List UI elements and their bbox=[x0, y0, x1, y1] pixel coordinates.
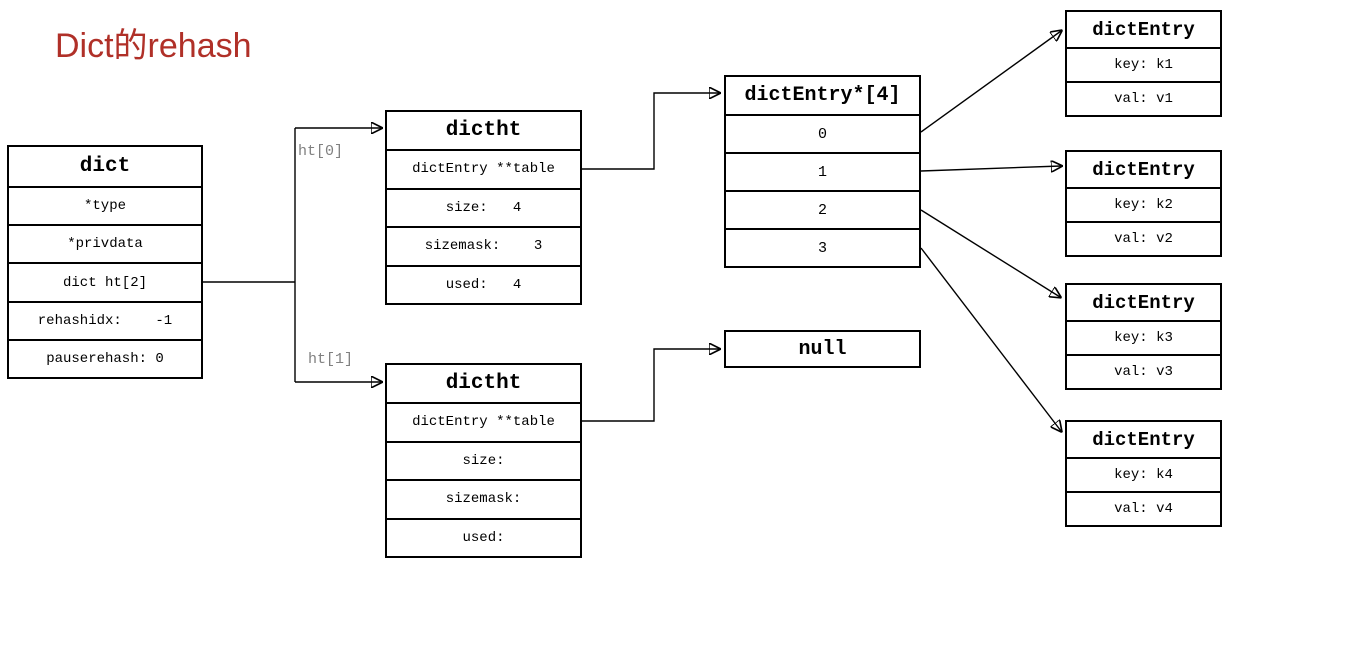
dictentry-k3-title: dictEntry bbox=[1067, 285, 1220, 322]
dictentry-k1-key: key: k1 bbox=[1067, 49, 1220, 83]
ht1-edge-label: ht[1] bbox=[308, 351, 354, 368]
dict-struct-box: dict *type *privdata dict ht[2] rehashid… bbox=[7, 145, 203, 379]
bucket-slot-1: 1 bbox=[726, 154, 919, 192]
dictht1-struct-box: dictht dictEntry **table size: sizemask:… bbox=[385, 363, 582, 558]
ht0-edge-label: ht[0] bbox=[298, 143, 344, 160]
bucket-array-title: dictEntry*[4] bbox=[726, 77, 919, 116]
edge-bucket2-to-entry3-arrow bbox=[920, 209, 1060, 297]
dictentry-k3-box: dictEntry key: k3 val: v3 bbox=[1065, 283, 1222, 390]
dict-struct-title: dict bbox=[9, 147, 201, 188]
dictentry-k3-key: key: k3 bbox=[1067, 322, 1220, 356]
null-box-label: null bbox=[798, 337, 847, 361]
dict-field-ht-array: dict ht[2] bbox=[9, 264, 201, 303]
edge-bucket1-to-entry2-arrow bbox=[920, 166, 1061, 171]
edge-dictht0-table-to-bucket-arrow bbox=[582, 93, 719, 170]
dictht0-field-used: used: 4 bbox=[445, 276, 522, 293]
dict-field-pauserehash: pauserehash: 0 bbox=[46, 350, 164, 367]
dictht0-struct-box: dictht dictEntry **table size: 4 sizemas… bbox=[385, 110, 582, 305]
dictht0-field-table: dictEntry **table bbox=[387, 151, 580, 190]
dictentry-k2-title: dictEntry bbox=[1067, 152, 1220, 189]
bucket-slot-2: 2 bbox=[726, 192, 919, 230]
edge-dictht1-table-to-null-arrow bbox=[582, 349, 719, 422]
edge-dict-to-branch bbox=[203, 128, 296, 382]
dictentry-k4-box: dictEntry key: k4 val: v4 bbox=[1065, 420, 1222, 527]
dictht1-field-used: used: bbox=[462, 529, 505, 546]
null-box: null bbox=[724, 330, 921, 368]
dictht0-field-size: size: 4 bbox=[387, 190, 580, 228]
dictht0-field-sizemask: sizemask: 3 bbox=[387, 228, 580, 267]
dictentry-k4-val: val: v4 bbox=[1114, 501, 1173, 517]
dictht1-field-sizemask: sizemask: bbox=[387, 481, 580, 520]
dict-field-privdata: *privdata bbox=[9, 226, 201, 265]
dictentry-k1-box: dictEntry key: k1 val: v1 bbox=[1065, 10, 1222, 117]
dictht1-field-size: size: bbox=[387, 443, 580, 481]
dictht1-title: dictht bbox=[387, 365, 580, 404]
dictentry-k1-val: val: v1 bbox=[1114, 91, 1173, 107]
dictentry-k4-key: key: k4 bbox=[1067, 459, 1220, 493]
dictentry-k4-title: dictEntry bbox=[1067, 422, 1220, 459]
dict-field-type: *type bbox=[9, 188, 201, 227]
dictentry-k2-key: key: k2 bbox=[1067, 189, 1220, 223]
edge-bucket0-to-entry1-arrow bbox=[920, 31, 1061, 133]
bucket-slot-3: 3 bbox=[817, 239, 827, 257]
dictht1-field-table: dictEntry **table bbox=[387, 404, 580, 443]
dictentry-k2-val: val: v2 bbox=[1114, 231, 1173, 247]
dict-field-rehashidx: rehashidx: -1 bbox=[9, 303, 201, 341]
dictentry-k3-val: val: v3 bbox=[1114, 364, 1173, 380]
dictht0-title: dictht bbox=[387, 112, 580, 151]
edge-bucket3-to-entry4-arrow bbox=[920, 247, 1061, 431]
bucket-slot-0: 0 bbox=[726, 116, 919, 154]
dictentry-k2-box: dictEntry key: k2 val: v2 bbox=[1065, 150, 1222, 257]
bucket-array-box: dictEntry*[4] 0 1 2 3 bbox=[724, 75, 921, 268]
dictentry-k1-title: dictEntry bbox=[1067, 12, 1220, 49]
page-title: Dict的rehash bbox=[55, 27, 252, 65]
